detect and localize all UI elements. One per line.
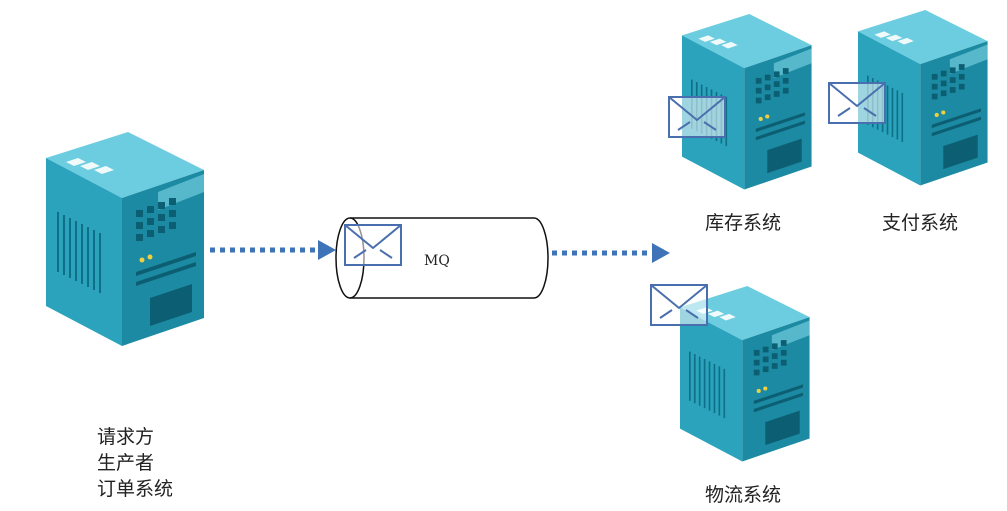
mq-envelope-icon bbox=[344, 224, 402, 266]
producer-server-icon bbox=[45, 131, 205, 347]
producer-label-line-2: 生产者 bbox=[97, 452, 155, 474]
mq-to-consumers-arrow bbox=[552, 243, 670, 263]
logistics-label: 物流系统 bbox=[705, 484, 782, 506]
inventory-label: 库存系统 bbox=[705, 212, 782, 234]
logistics-envelope-icon bbox=[650, 284, 708, 326]
producer-label-line-3: 订单系统 bbox=[97, 478, 174, 500]
payment-label: 支付系统 bbox=[882, 212, 959, 234]
producer-to-mq-arrow bbox=[210, 240, 336, 260]
producer-label-line-1: 请求方 bbox=[97, 426, 155, 448]
mq-label: MQ bbox=[424, 253, 450, 269]
payment-envelope-icon bbox=[828, 82, 886, 124]
inventory-envelope-icon bbox=[668, 96, 726, 138]
